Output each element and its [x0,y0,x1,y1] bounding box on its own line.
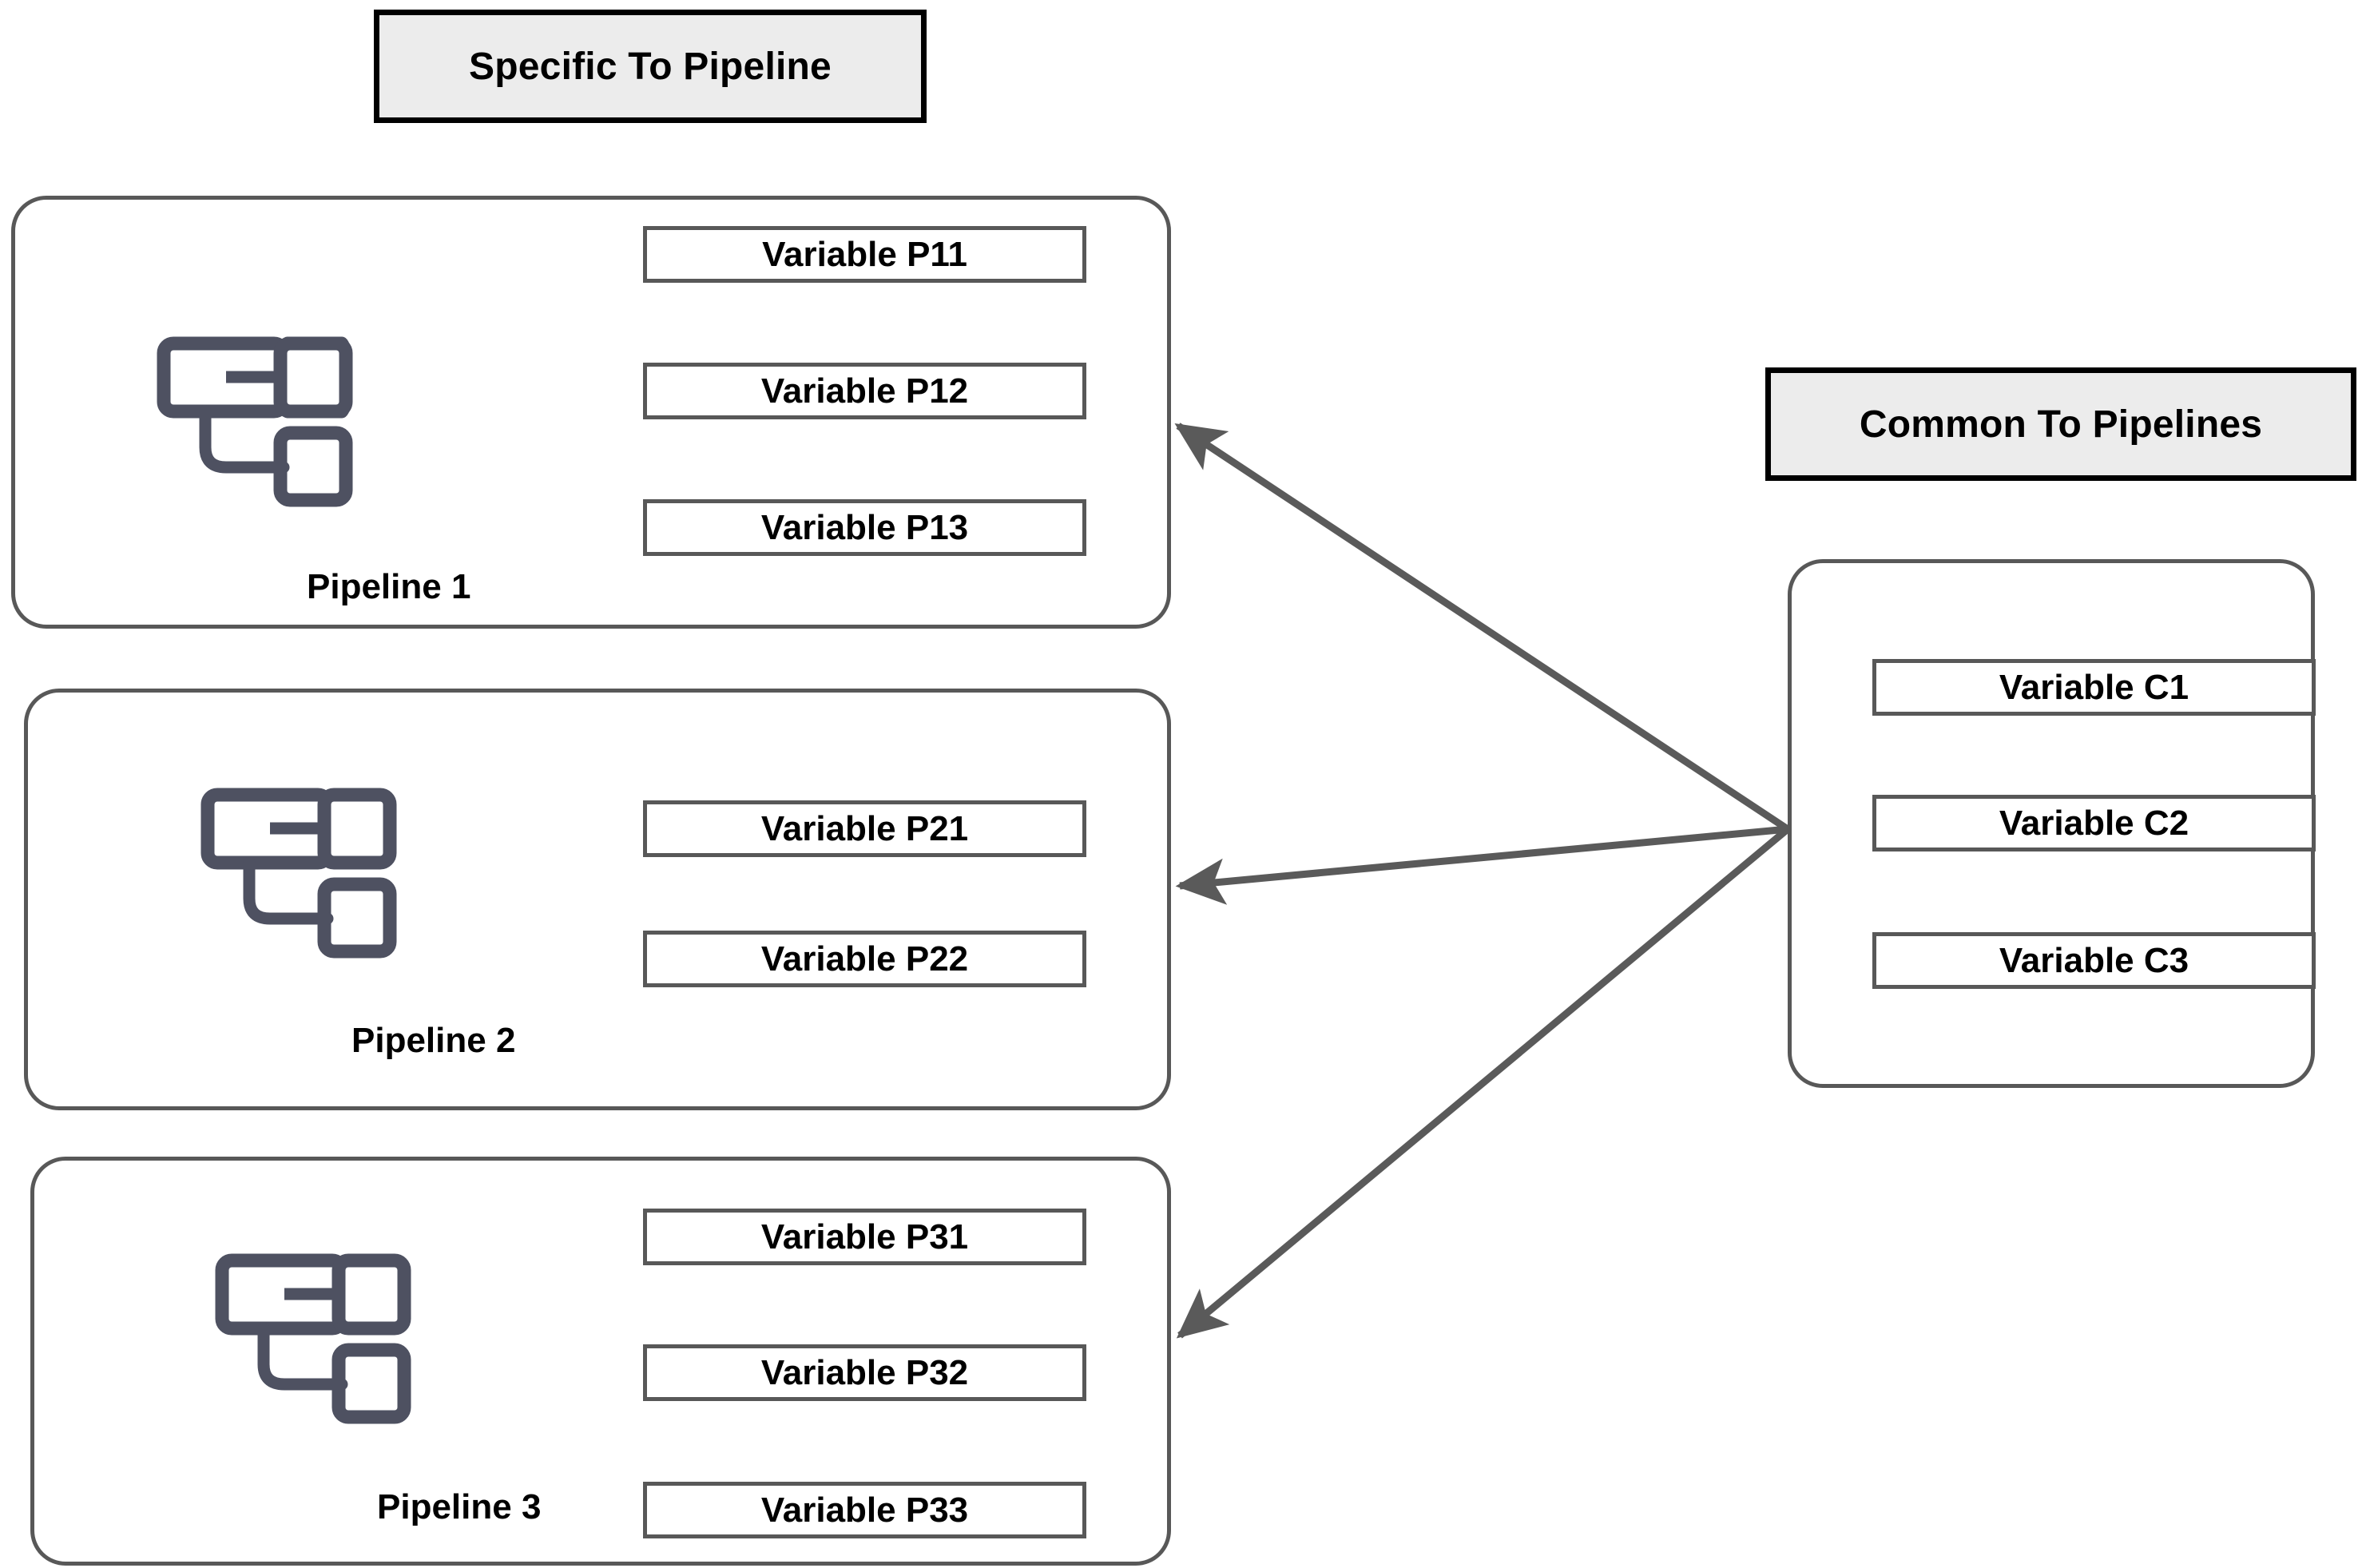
variable-box-c1[interactable]: Variable C1 [1872,659,2316,716]
pipeline-flow-icon [200,787,398,963]
variable-box-p22[interactable]: Variable P22 [643,931,1086,987]
variable-box-p21[interactable]: Variable P21 [643,800,1086,857]
variable-box-p11[interactable]: Variable P11 [643,226,1086,283]
variable-box-p12[interactable]: Variable P12 [643,363,1086,419]
pipeline-flow-icon [156,335,354,511]
pipeline-3-label: Pipeline 3 [377,1487,542,1526]
pipeline-2-panel[interactable] [24,689,1171,1110]
pipeline-flow-icon [214,1252,412,1428]
arrow-common-to-pipeline-3 [1176,826,1790,1339]
header-common-to-pipelines: Common To Pipelines [1765,367,2356,481]
header-specific-to-pipeline: Specific To Pipeline [374,10,927,123]
variable-box-c2[interactable]: Variable C2 [1872,795,2316,851]
variable-box-c3[interactable]: Variable C3 [1872,932,2316,989]
pipeline-1-label: Pipeline 1 [307,567,471,606]
variable-box-p33[interactable]: Variable P33 [643,1482,1086,1538]
arrow-common-to-pipeline-2 [1175,825,1788,905]
variable-box-p32[interactable]: Variable P32 [643,1344,1086,1401]
pipeline-2-label: Pipeline 2 [351,1021,516,1060]
arrow-common-to-pipeline-1 [1174,423,1790,832]
variable-box-p13[interactable]: Variable P13 [643,499,1086,556]
variable-box-p31[interactable]: Variable P31 [643,1209,1086,1265]
